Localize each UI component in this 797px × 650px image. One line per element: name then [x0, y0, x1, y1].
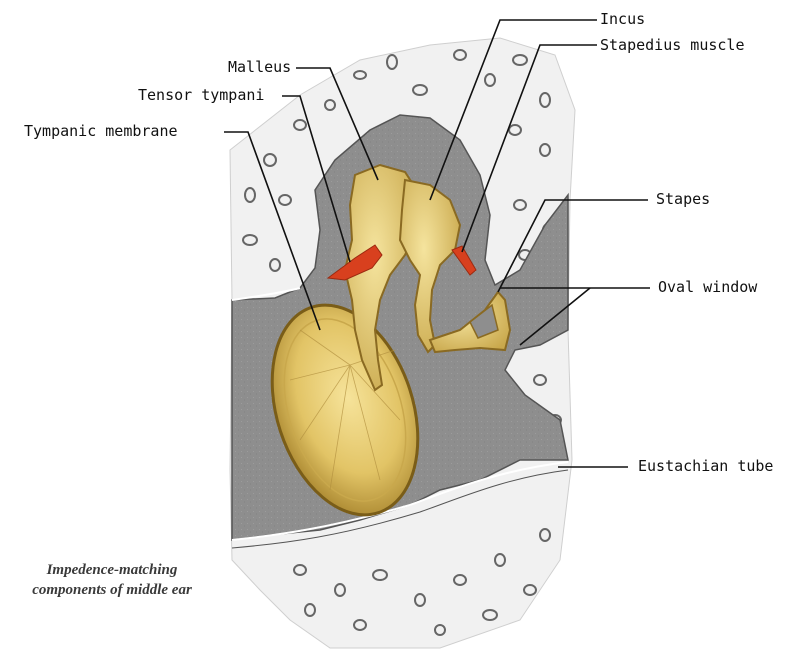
label-tympanic-membrane: Tympanic membrane [24, 122, 178, 140]
label-eustachian-tube: Eustachian tube [638, 457, 773, 475]
label-stapedius-muscle: Stapedius muscle [600, 36, 745, 54]
figure-caption: Impedence-matching components of middle … [12, 560, 212, 600]
label-stapes: Stapes [656, 190, 710, 208]
label-incus: Incus [600, 10, 645, 28]
caption-line-2: components of middle ear [12, 580, 212, 600]
label-malleus: Malleus [228, 58, 291, 76]
label-tensor-tympani: Tensor tympani [138, 86, 264, 104]
label-oval-window: Oval window [658, 278, 758, 296]
caption-line-1: Impedence-matching [12, 560, 212, 580]
